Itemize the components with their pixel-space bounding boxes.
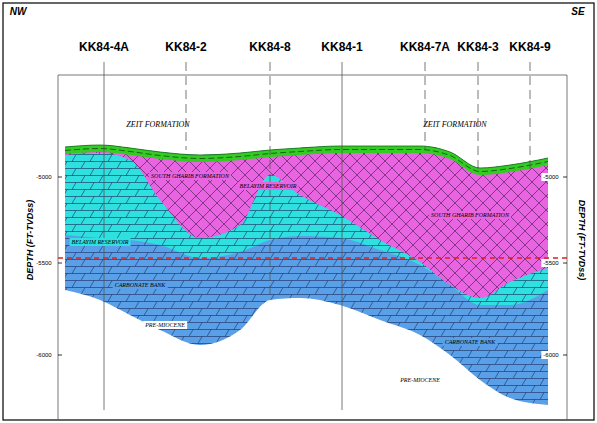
strata — [65, 145, 548, 405]
depth-tick-label: -6000 — [541, 351, 560, 359]
layer-label: PRE-MIOCENE — [398, 376, 442, 384]
well-name: KK84-8 — [249, 41, 290, 53]
formation-label: ZEIT FORMATION — [126, 121, 189, 129]
zeit-layer — [65, 145, 548, 175]
layer-label: BELAYIM RESERVOIR — [70, 238, 131, 246]
axis-title: DEPTH (FT-TVDss) — [577, 200, 586, 281]
depth-tick-label: -5000 — [36, 174, 51, 180]
axis-title: DEPTH (FT-TVDss) — [26, 200, 35, 281]
zeit-marker — [65, 149, 548, 172]
frame — [3, 3, 594, 420]
reservoir-layer-texture — [65, 145, 548, 305]
depth-ticks — [58, 177, 567, 355]
well-name: KK84-2 — [165, 41, 206, 53]
layer-label: BELAYIM RESERVOIR — [238, 182, 299, 190]
well-name: KK84-7A — [400, 41, 450, 53]
well-name: KK84-3 — [457, 41, 498, 53]
well-lines — [58, 62, 567, 420]
carbonate-bank-layer-texture — [65, 145, 548, 405]
depth-tick-label: -5500 — [541, 259, 560, 267]
layer-label: CARBONATE BANK — [113, 281, 168, 289]
layer-label: SOUTH GHARIB FORMATION — [149, 172, 231, 180]
depth-tick-label: -6000 — [36, 352, 51, 358]
layer-label: PRE-MIOCENE — [143, 321, 187, 329]
direction-label: SE — [571, 7, 584, 17]
layer-label: CARBONATE BANK — [443, 338, 498, 346]
layer-label: SOUTH GHARIB FORMATION — [429, 211, 511, 219]
direction-label: NW — [10, 7, 27, 17]
carbonate-bank-layer — [65, 145, 548, 405]
reservoir-layer — [65, 145, 548, 305]
contact-line — [58, 257, 567, 258]
depth-tick-label: -5500 — [36, 260, 51, 266]
formation-label: ZEIT FORMATION — [423, 121, 486, 129]
depth-tick-label: -5000 — [541, 173, 560, 181]
well-name: KK84-9 — [509, 41, 550, 53]
well-name: KK84-4A — [79, 41, 129, 53]
well-name: KK84-1 — [321, 41, 362, 53]
top-horizon — [65, 145, 548, 168]
